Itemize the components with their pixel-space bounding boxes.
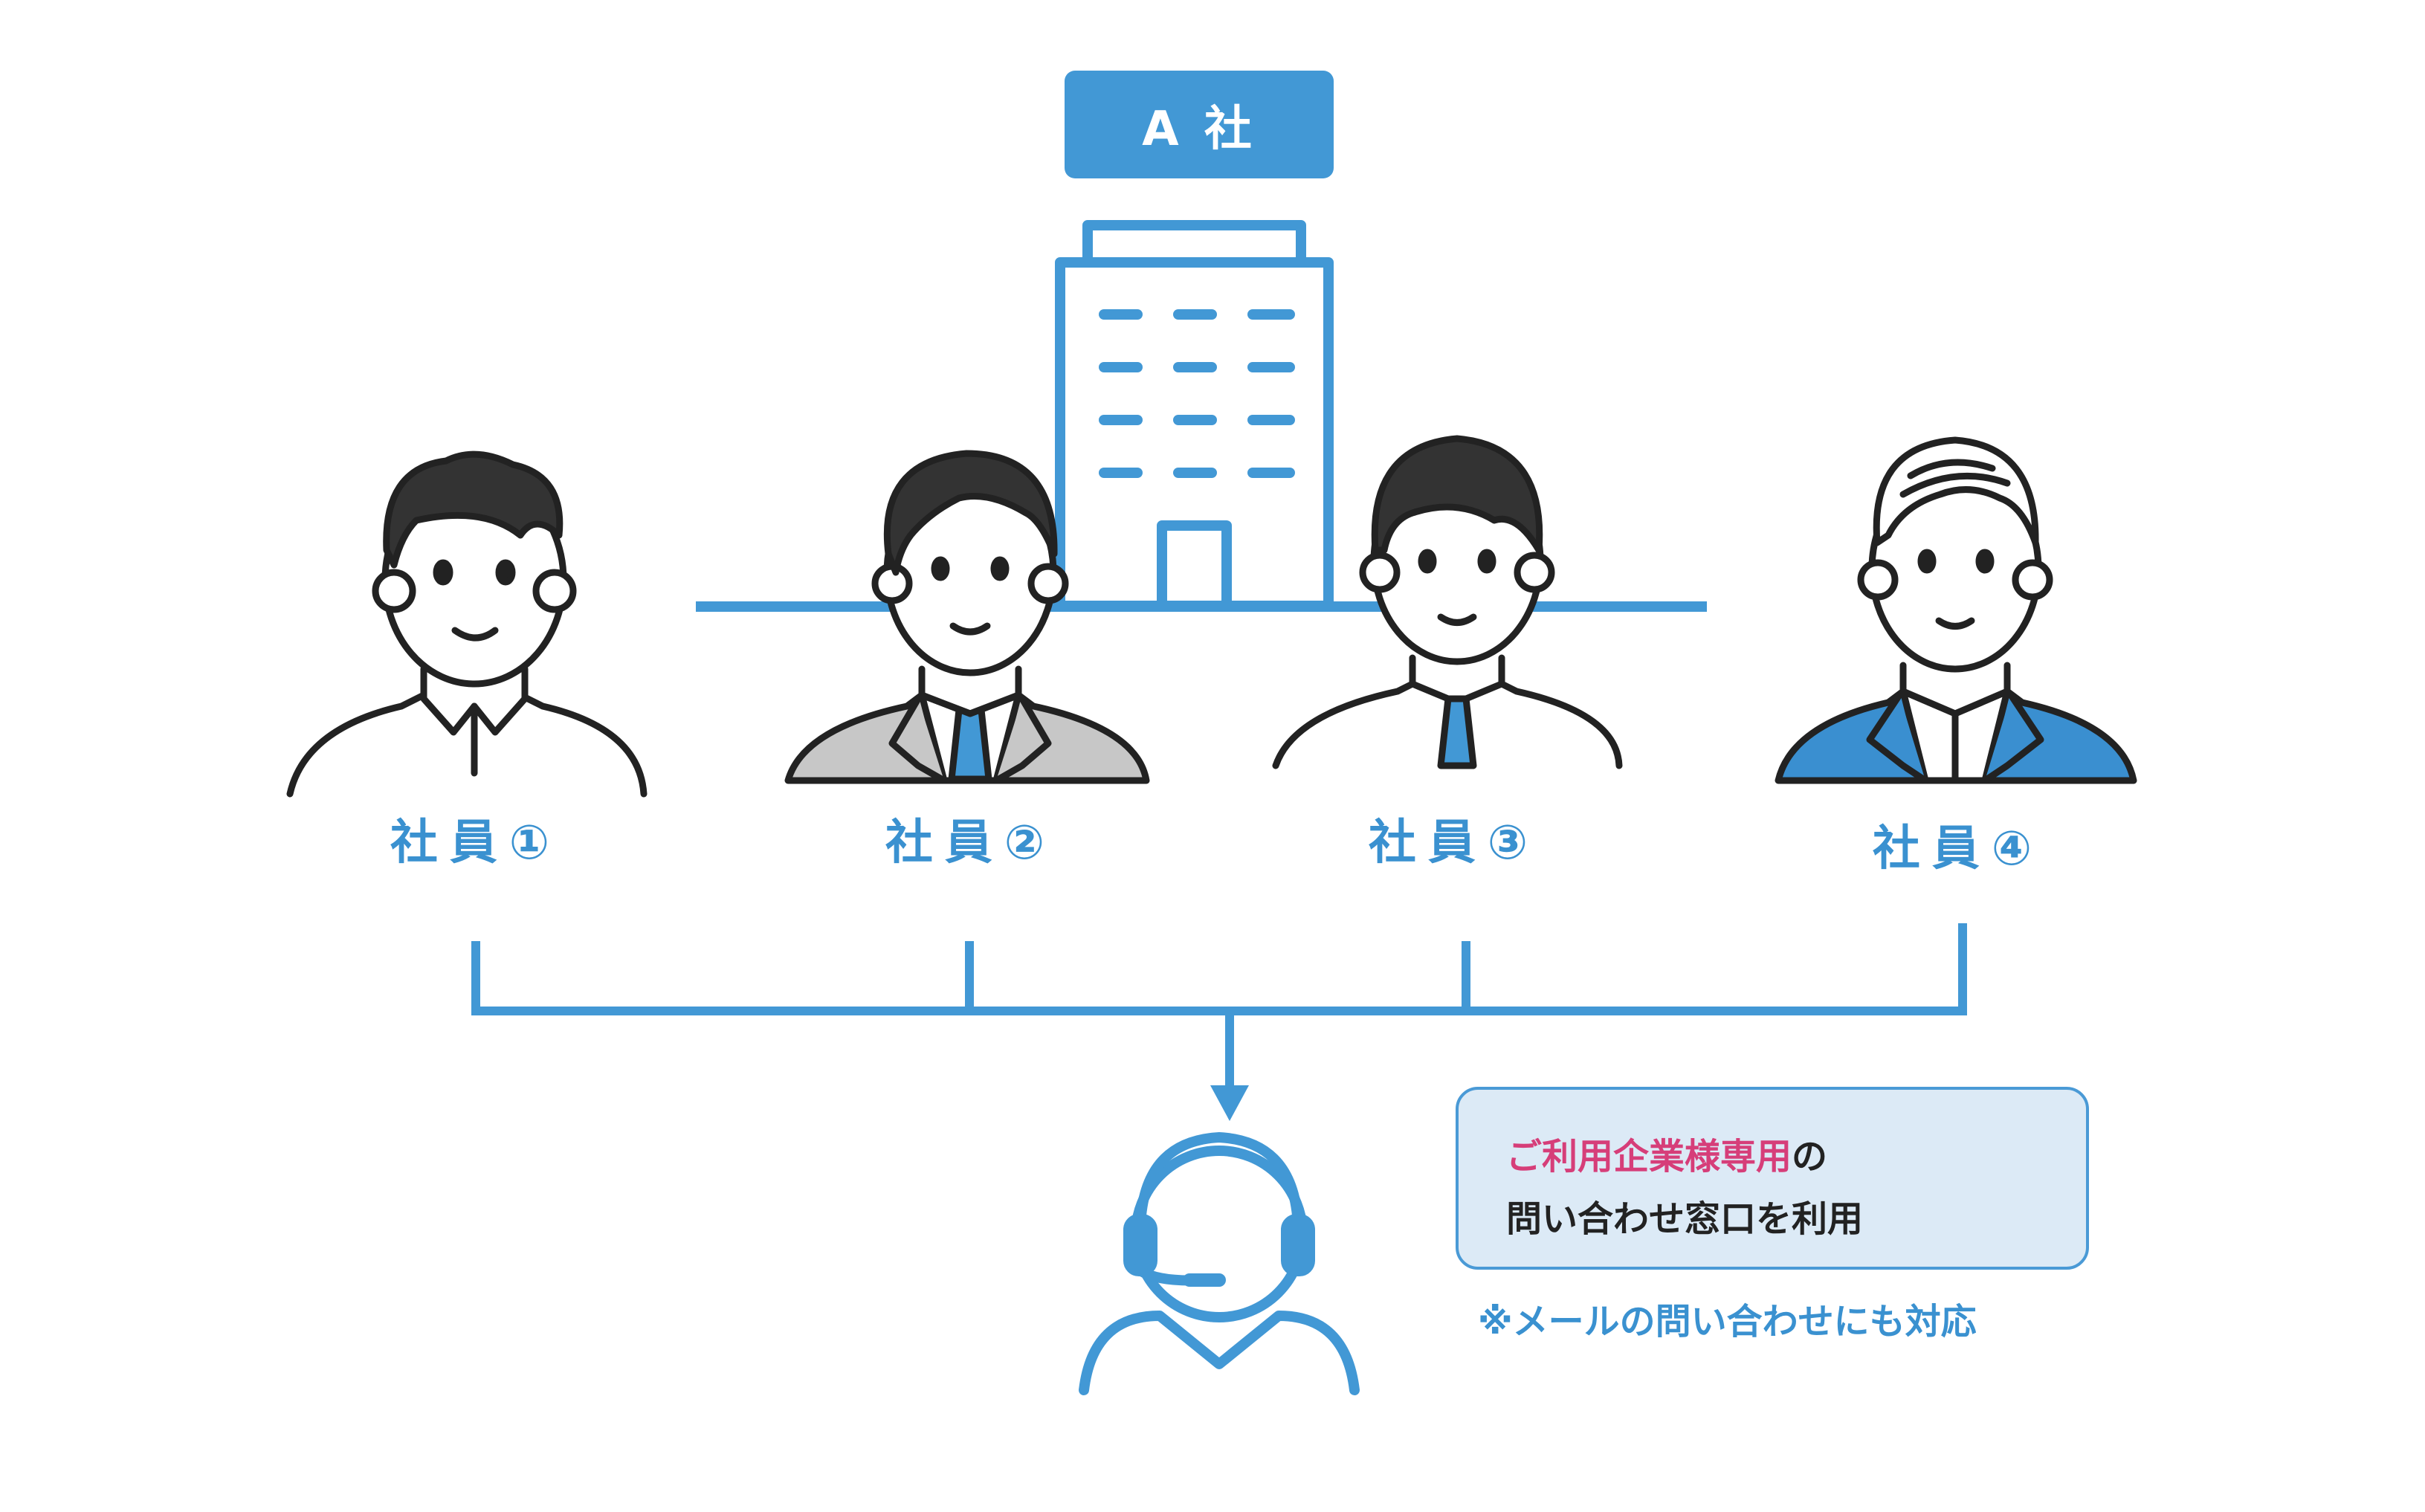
operator-headset-icon: [1079, 1132, 1360, 1395]
support-line-1: ご利用企業様専用の: [1506, 1125, 2086, 1188]
company-label: A 社: [1065, 71, 1334, 178]
support-line-1-suffix: の: [1792, 1136, 1828, 1177]
support-note: ※メールの問い合わせにも対応: [1478, 1301, 1977, 1343]
connector-lines: [471, 923, 1967, 1090]
employee-1-icon: [286, 450, 648, 798]
employee-3-icon: [1272, 435, 1623, 769]
support-info-box: ご利用企業様専用の 問い合わせ窓口を利用: [1456, 1087, 2089, 1270]
support-line-2: 問い合わせ窓口を利用: [1506, 1198, 1864, 1240]
employee-1-label: 社員①: [390, 815, 562, 870]
employee-3-label: 社員③: [1368, 815, 1540, 870]
employee-2-label: 社員②: [885, 815, 1057, 870]
employee-2-icon: [784, 450, 1150, 784]
employee-4-icon: [1775, 436, 2137, 784]
support-highlight: ご利用企業様専用: [1506, 1136, 1792, 1177]
building-icon: [1055, 220, 1334, 611]
employee-4-label: 社員④: [1872, 821, 2044, 876]
arrow-down-icon: [1210, 1085, 1249, 1121]
